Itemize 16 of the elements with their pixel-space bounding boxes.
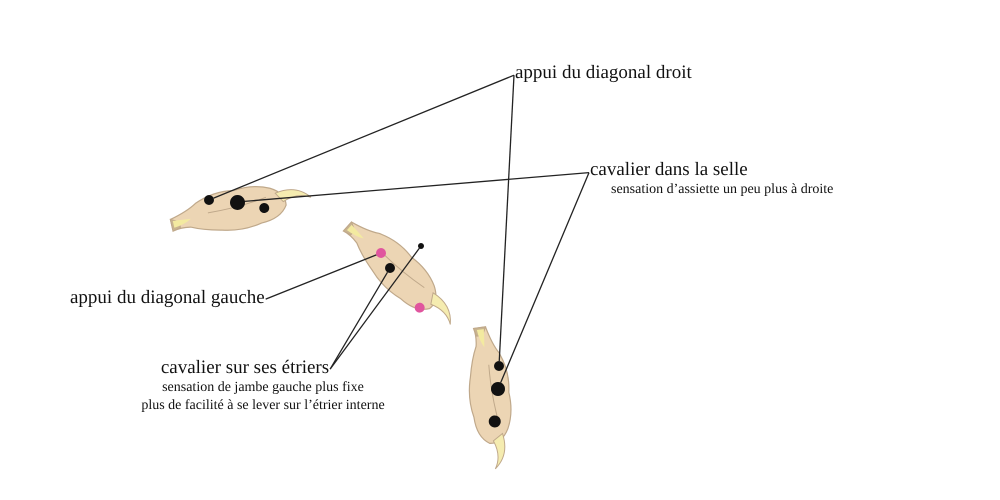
leader-line: [330, 248, 420, 370]
leader-line: [265, 254, 377, 300]
callout-label: cavalier dans la selle: [590, 159, 748, 181]
callout-label: appui du diagonal gauche: [70, 287, 265, 309]
callout-description: sensation d’assiette un peu plus à droite: [611, 181, 834, 199]
leader-line: [498, 75, 515, 362]
marker-dot: [204, 195, 214, 205]
callout-description: plus de facilité à se lever sur l’étrier interne: [140, 397, 386, 415]
leader-line: [244, 172, 590, 202]
callout-description: sensation de jambe gauche plus fixe: [161, 379, 365, 397]
marker-dot: [418, 243, 424, 249]
leader-line: [500, 172, 590, 383]
callout-label: appui du diagonal droit: [515, 62, 692, 84]
leader-line: [213, 74, 514, 199]
leader-line: [330, 272, 388, 370]
callout-label: cavalier sur ses étriers: [160, 357, 330, 379]
